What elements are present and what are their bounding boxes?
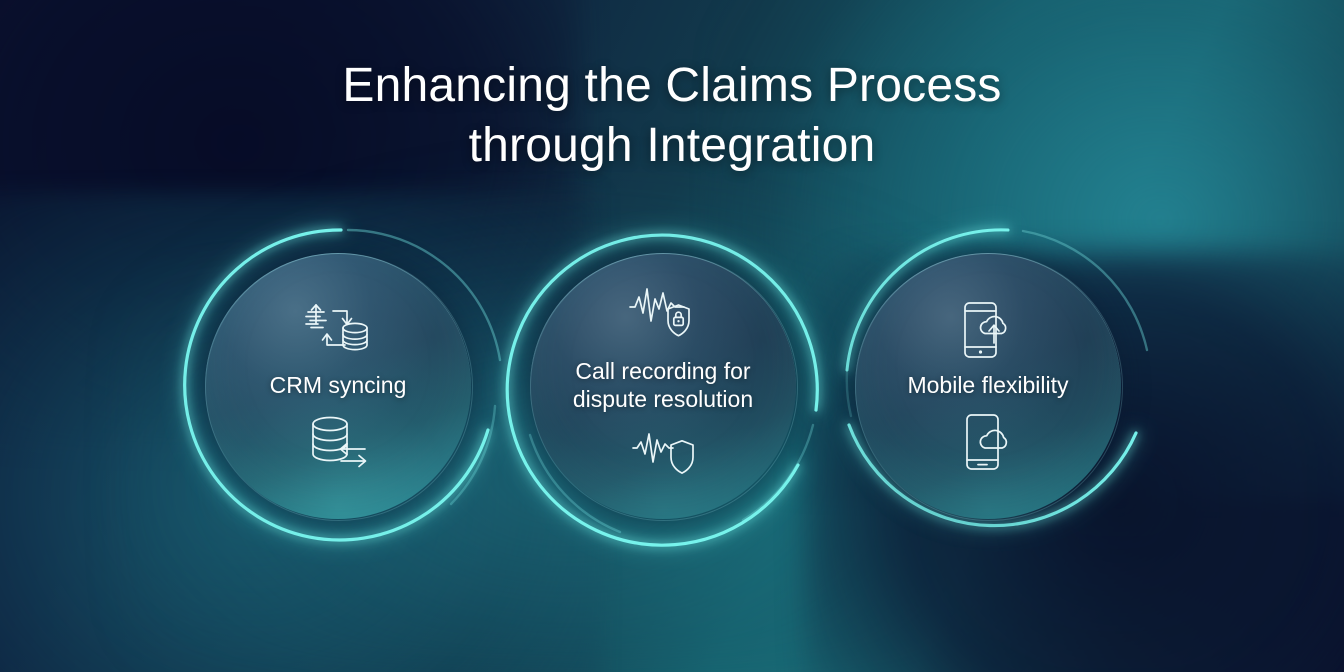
ring-arc-call-recording	[502, 230, 822, 550]
phone-cloud-upload-icon	[949, 299, 1027, 361]
circle-label-crm-syncing: CRM syncing	[269, 371, 407, 398]
circle-label-mobile-flexibility: Mobile flexibility	[907, 371, 1069, 398]
circle-content-mobile-flexibility: Mobile flexibility	[855, 253, 1121, 519]
page-title: Enhancing the Claims Process through Int…	[342, 59, 1002, 173]
phone-cloud-icon	[949, 411, 1027, 473]
cloud-sync-database-icon	[299, 299, 377, 361]
circle-node-mobile-flexibility[interactable]: Mobile flexibility	[833, 220, 1163, 550]
circle-content-crm-syncing: CRM syncing	[205, 253, 471, 519]
ring-arc-mobile-flexibility	[842, 225, 1149, 531]
circle-content-call-recording: Call recording for dispute resolution	[530, 253, 796, 519]
circle-node-call-recording[interactable]: Call recording for dispute resolution	[502, 220, 838, 550]
waveform-shield-lock-icon	[624, 285, 702, 347]
circle-disc-crm-syncing	[205, 253, 471, 519]
circle-disc-mobile-flexibility	[855, 253, 1121, 519]
circle-label-call-recording: Call recording for dispute resolution	[572, 357, 754, 412]
circle-node-crm-syncing[interactable]: CRM syncing	[180, 220, 513, 550]
ring-arc-crm-syncing	[180, 225, 502, 545]
circle-disc-call-recording	[530, 253, 796, 519]
waveform-shield-icon	[624, 425, 702, 487]
database-sync-arrows-icon	[299, 411, 377, 473]
